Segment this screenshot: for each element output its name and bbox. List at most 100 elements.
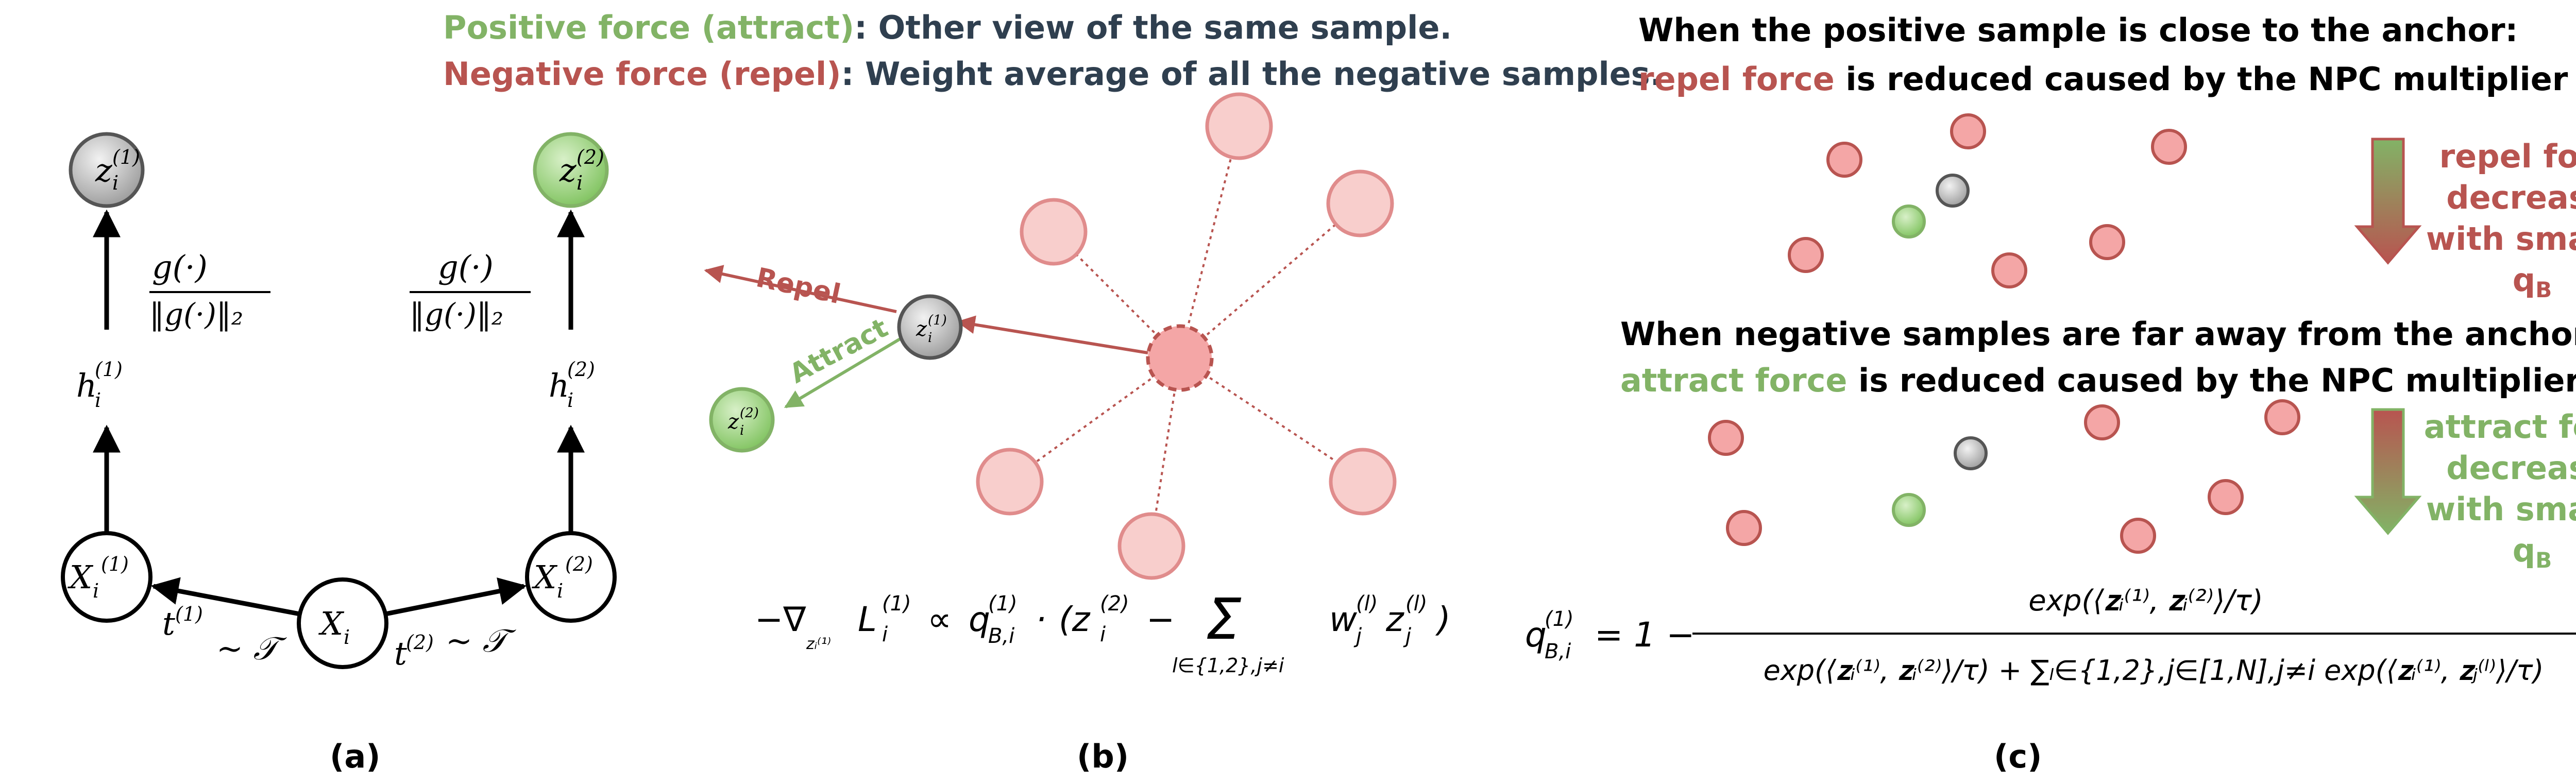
formula-minus: − <box>1146 600 1175 639</box>
h2-label: h <box>549 367 569 404</box>
anchor-node <box>897 294 963 360</box>
repel-arrow-text: repel force decreases with smaller qB <box>2426 138 2576 302</box>
formula-sum-sub: l∈{1,2},j≠i <box>1172 654 1284 677</box>
anchor-sup: (1) <box>928 313 947 328</box>
repel-arrow-line: repel force <box>2439 138 2576 175</box>
z2-sup: (2) <box>577 146 604 168</box>
formula-sum: Σ <box>1206 586 1242 652</box>
formula-L-sub: i <box>882 623 888 646</box>
x1-label: X <box>67 558 94 596</box>
g2-numerator: g(·) <box>438 248 494 286</box>
x1-sup: (1) <box>101 553 129 575</box>
formula-dot: · <box>1036 600 1046 639</box>
x-sub: i <box>344 626 350 649</box>
bottom-negatives <box>1708 399 2300 554</box>
positive-legend: Positive force (attract): Other view of … <box>443 9 1452 46</box>
attract-decrease-arrow <box>2354 408 2422 535</box>
negative-sample <box>2084 404 2120 440</box>
formula-q-sub: B,i <box>988 624 1014 648</box>
z2-label: z <box>559 151 577 189</box>
g1-denominator: ‖g(·)‖₂ <box>149 297 243 332</box>
x1-sub: i <box>93 580 99 602</box>
positive-label: z <box>727 410 739 434</box>
negative-sample <box>1329 448 1397 516</box>
g2-denominator: ‖g(·)‖₂ <box>410 297 503 332</box>
center-to-anchor-arrow <box>956 315 1148 354</box>
anchor-sub: i <box>928 330 932 346</box>
x2-node <box>525 531 617 623</box>
top-line-1: When the positive sample is close to the… <box>1638 11 2518 49</box>
formula-z: (z <box>1059 600 1091 639</box>
t1-label: t <box>162 605 175 642</box>
formula-z-sub: i <box>1100 623 1106 646</box>
formula-close: ) <box>1435 600 1451 639</box>
negative-legend: Negative force (repel): Weight average o… <box>443 55 1662 93</box>
g1-numerator: g(·) <box>152 248 208 286</box>
attract-arrow-line: qB <box>2513 532 2552 573</box>
attract-arrow-line: decreases <box>2446 449 2576 487</box>
negative-sample <box>2089 224 2125 260</box>
attract-arrow-text: attract force decreases with smaller qB <box>2424 408 2576 573</box>
formula-zj-sub: j <box>1403 624 1412 648</box>
h2-sup: (2) <box>567 358 595 381</box>
weighted-negative-center <box>1146 324 1214 392</box>
negative-sample <box>2120 518 2156 554</box>
h1-sub: i <box>95 389 101 412</box>
panel-a: z i (1) z i (2) g(·) ‖g(·)‖₂ g(·) ‖g(·)‖… <box>61 132 617 775</box>
anchor-label: z <box>916 317 927 341</box>
positive-node <box>709 387 775 453</box>
negative-sample <box>1726 510 1762 546</box>
x2-sub: i <box>557 580 563 602</box>
z1-label: z <box>95 151 112 189</box>
bottom-anchor <box>1954 436 1988 470</box>
attract-arrow-line: attract force <box>2424 408 2576 446</box>
negative-sample <box>1788 237 1824 273</box>
formula-q-sup: (1) <box>988 592 1018 616</box>
x-node <box>297 577 388 669</box>
npc-numerator: exp(⟨𝐳ᵢ⁽¹⁾, 𝐳ᵢ⁽²⁾⟩/τ) <box>2028 584 2263 618</box>
formula-grad-sub: zᵢ⁽¹⁾ <box>806 635 831 653</box>
z1-node <box>69 132 145 208</box>
x2-label: X <box>532 558 558 596</box>
repel-arrow <box>704 265 897 313</box>
npc-lhs: q <box>1525 615 1547 655</box>
z1-sup: (1) <box>112 146 140 168</box>
bottom-positive <box>1892 493 1926 527</box>
npc-denominator: exp(⟨𝐳ᵢ⁽¹⁾, 𝐳ᵢ⁽²⁾⟩/τ) + ∑ₗ∈{1,2},j∈[1,N]… <box>1764 654 2544 687</box>
formula-w-sub: j <box>1353 624 1362 648</box>
top-anchor <box>1936 174 1970 208</box>
formula-zj: z <box>1385 600 1404 639</box>
attract-arrow <box>784 336 904 408</box>
attract-arrow-line: with smaller <box>2426 490 2576 528</box>
negative-sample <box>2208 479 2244 515</box>
positive-sup: (2) <box>740 405 759 421</box>
z2-sub: i <box>577 172 583 194</box>
npc-eq: = 1 − <box>1595 615 1695 655</box>
formula-prop: ∝ <box>927 600 952 639</box>
formula-lhs: −∇ <box>755 600 806 639</box>
t1-dist: ~ 𝒯 <box>216 629 287 667</box>
formula-q: q <box>969 600 990 639</box>
repel-arrow-line: qB <box>2513 261 2552 302</box>
negative-sample <box>2264 399 2300 435</box>
mid-line-2: attract force is reduced caused by the N… <box>1620 362 2576 403</box>
x2-sup: (2) <box>565 553 593 575</box>
top-negatives <box>1788 113 2187 288</box>
aug1-arrow <box>150 577 300 617</box>
repel-decrease-arrow <box>2354 138 2422 265</box>
formula-w: w <box>1329 600 1358 639</box>
negative-sample <box>1950 113 1986 149</box>
negative-sample <box>976 448 1044 516</box>
negative-sample <box>2151 129 2187 165</box>
top-positive <box>1892 204 1926 238</box>
t2-label: t <box>394 635 407 672</box>
negative-sample <box>1117 512 1185 580</box>
formula-L: L <box>858 600 877 639</box>
z1-sub: i <box>112 172 118 194</box>
h2-sub: i <box>567 389 573 412</box>
repel-label: Repel <box>753 262 843 310</box>
repel-arrow-line: with smaller <box>2426 220 2576 258</box>
x-label: X <box>318 605 345 642</box>
negative-sample <box>1020 198 1088 266</box>
